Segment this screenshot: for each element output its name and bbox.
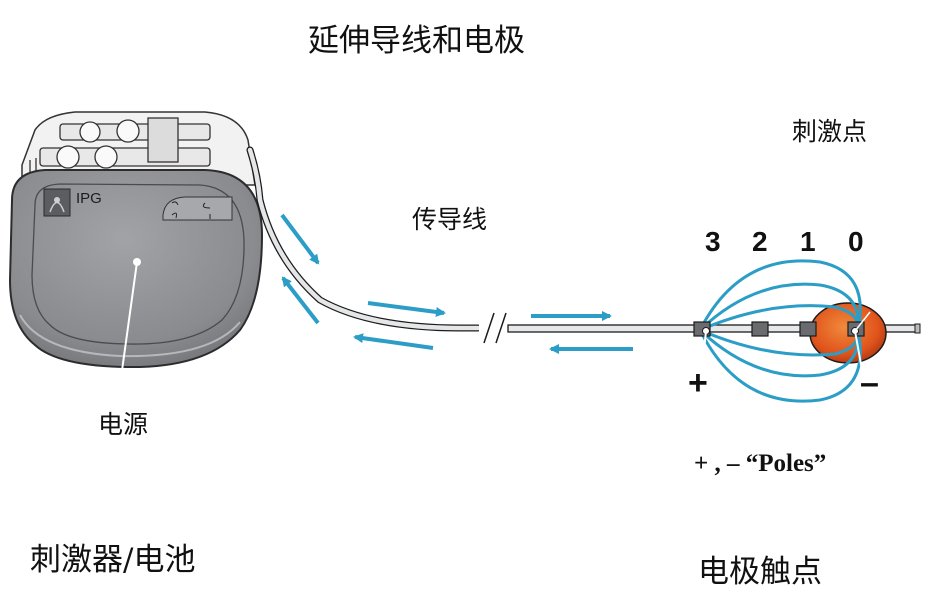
electrode-assembly — [693, 259, 887, 403]
contact-number-3: 3 — [705, 226, 721, 257]
ipg-logo-icon — [43, 188, 71, 217]
power-point — [133, 258, 141, 266]
minus-pointer — [854, 330, 863, 371]
diagram-title: 延伸导线和电极 — [308, 23, 525, 59]
power-pointer-line — [119, 261, 138, 386]
minus-sign: – — [860, 364, 879, 402]
conductor-label: 传导线 — [412, 205, 488, 234]
stim-point-label: 刺激点 — [792, 117, 868, 146]
poles-label: + , – “Poles” — [694, 450, 827, 477]
ipg-polarity-chip — [162, 196, 233, 221]
ipg-badge: IPG — [76, 190, 102, 207]
arrow-down-1 — [280, 213, 320, 265]
ipg-inner-contour — [31, 183, 245, 345]
plus-pointer — [701, 330, 707, 371]
ipg-device: IPG — [8, 111, 264, 386]
electric-field-lines — [698, 259, 862, 403]
header-connectors — [29, 117, 211, 172]
contact-number-1: 1 — [800, 226, 816, 257]
extension-lead — [246, 146, 921, 344]
stimulator-label: 刺激器/电池 — [30, 542, 196, 578]
power-label: 电源 — [98, 410, 149, 439]
current-arrows — [280, 213, 633, 354]
contact-number-0: 0 — [848, 226, 864, 257]
contact-number-2: 2 — [752, 226, 768, 257]
arrow-up-1 — [281, 276, 320, 325]
plus-sign: + — [688, 364, 708, 402]
arrow-left-1 — [353, 333, 434, 350]
arrow-right-1 — [367, 301, 446, 317]
contacts-label: 电极触点 — [698, 554, 822, 590]
